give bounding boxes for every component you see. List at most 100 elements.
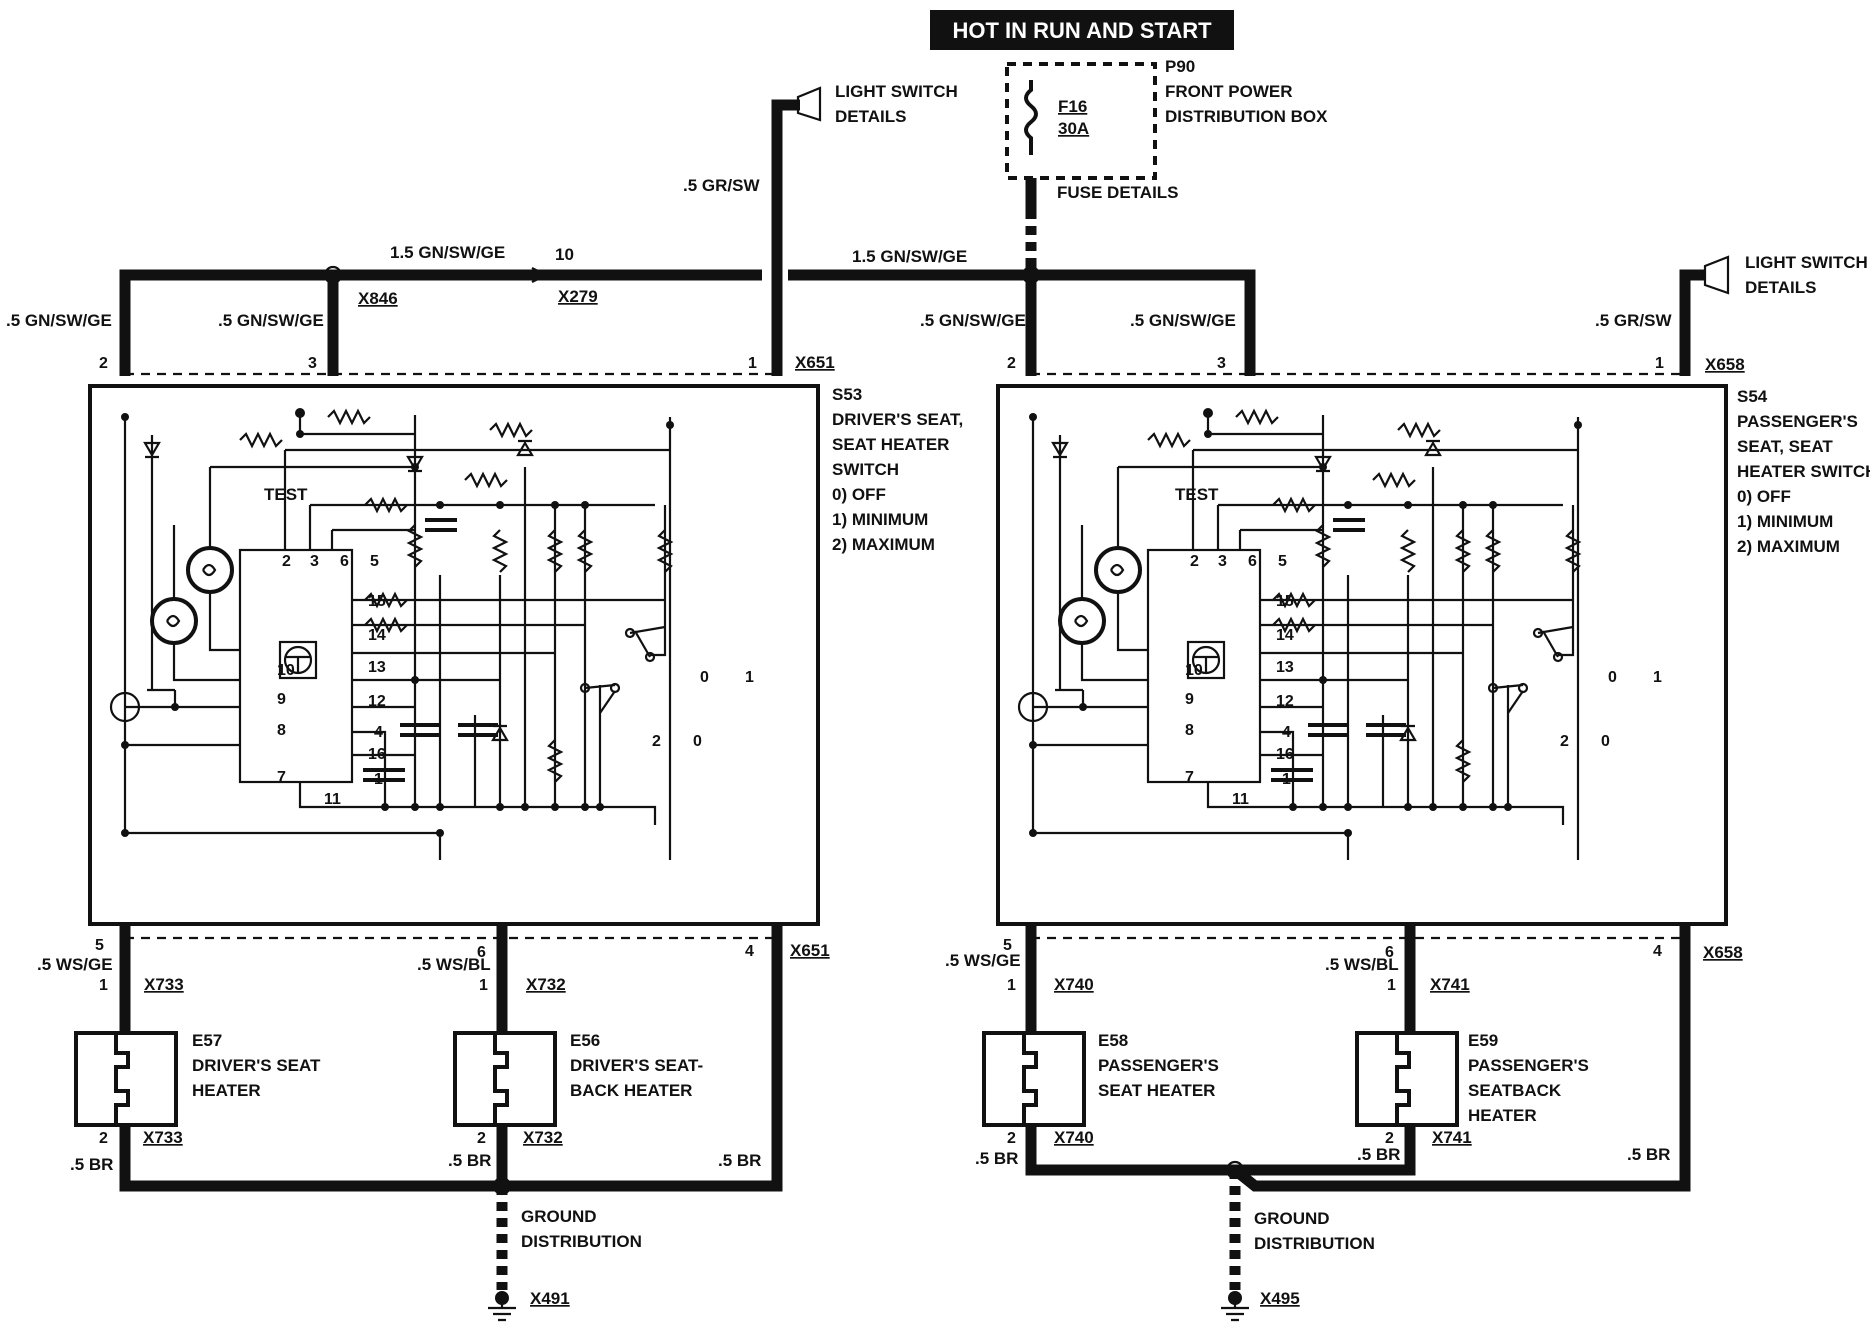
passenger-ic-pin-7: 7 <box>1185 769 1194 786</box>
passenger-switch-name-1: PASSENGER'S <box>1737 412 1858 431</box>
passenger-ground-2: DISTRIBUTION <box>1254 1234 1375 1253</box>
driver-ic-pin-1: 1 <box>374 771 383 788</box>
passenger-pin-4: 4 <box>1653 943 1662 960</box>
passenger-heater2-id: E59 <box>1468 1031 1498 1050</box>
passenger-pin-1b: 1 <box>1387 977 1396 994</box>
driver-ground-2: DISTRIBUTION <box>521 1232 642 1251</box>
driver-conn-x733: X733 <box>144 975 184 994</box>
passenger-switch-internals <box>1017 406 1584 862</box>
passenger-light-switch-1: LIGHT SWITCH <box>1745 253 1868 272</box>
passenger-ic-pin-12: 12 <box>1276 693 1294 710</box>
passenger-ground-1: GROUND <box>1254 1209 1330 1228</box>
driver-switch-box <box>88 384 820 926</box>
driver-ic-pin-3: 3 <box>310 553 319 570</box>
driver-pin-6: 6 <box>477 944 486 961</box>
driver-ic-pin-12: 12 <box>368 693 386 710</box>
passenger-lower-wiring <box>1025 924 1691 1322</box>
driver-pos-max: 2) MAXIMUM <box>832 535 935 554</box>
passenger-heater1-name-2: SEAT HEATER <box>1098 1081 1215 1100</box>
passenger-ic-pin-9: 9 <box>1185 691 1194 708</box>
passenger-wire-br-2: .5 BR <box>1357 1145 1400 1164</box>
passenger-conn-x740b: X740 <box>1054 1128 1094 1147</box>
passenger-ic-pin-3: 3 <box>1218 553 1227 570</box>
passenger-ic-pin-11: 11 <box>1232 791 1249 808</box>
passenger-pin-1: 1 <box>1655 355 1664 372</box>
passenger-wire-ws-ge: .5 WS/GE <box>945 951 1021 970</box>
passenger-ic-pin-13: 13 <box>1276 659 1294 676</box>
passenger-wire-ws-bl: .5 WS/BL <box>1325 955 1399 974</box>
hot-label-bg <box>930 10 1234 50</box>
driver-pin-2: 2 <box>99 355 108 372</box>
driver-conn-x733b: X733 <box>143 1128 183 1147</box>
driver-pin-4: 4 <box>745 943 754 960</box>
passenger-ic-pin-1: 1 <box>1282 771 1291 788</box>
passenger-conn-x741: X741 <box>1430 975 1470 994</box>
passenger-switch-name-3: HEATER SWITCH <box>1737 462 1870 481</box>
driver-light-switch-2: DETAILS <box>835 107 906 126</box>
passenger-heater1-name-1: PASSENGER'S <box>1098 1056 1219 1075</box>
driver-heater1-name-2: HEATER <box>192 1081 261 1100</box>
driver-switch-id: S53 <box>832 385 862 404</box>
fuse-box <box>1005 62 1157 180</box>
passenger-conn-top: X658 <box>1705 355 1745 374</box>
passenger-seatback-heater <box>1355 1031 1459 1127</box>
passenger-conn-x740: X740 <box>1054 975 1094 994</box>
driver-ic-pin-11: 11 <box>324 791 341 808</box>
driver-conn-x846: X846 <box>358 289 398 308</box>
passenger-pos-max: 2) MAXIMUM <box>1737 537 1840 556</box>
driver-pin-10: 10 <box>555 245 574 264</box>
passenger-test-label: TEST <box>1175 485 1219 504</box>
driver-lower-wiring <box>119 924 783 1322</box>
driver-seat-heater <box>74 1031 178 1127</box>
driver-ic-pin-7: 7 <box>277 769 286 786</box>
fuse-box-name-1: FRONT POWER <box>1165 82 1293 101</box>
driver-sw-2: 2 <box>652 733 661 750</box>
passenger-heater2-name-1: PASSENGER'S <box>1468 1056 1589 1075</box>
driver-wire-br-1: .5 BR <box>70 1155 113 1174</box>
driver-ic-pin-4: 4 <box>374 724 383 741</box>
driver-conn-x732: X732 <box>526 975 566 994</box>
driver-heater1-name-1: DRIVER'S SEAT <box>192 1056 321 1075</box>
passenger-pin-5: 5 <box>1003 937 1012 954</box>
passenger-wire-left: .5 GN/SW/GE <box>920 311 1026 330</box>
passenger-light-switch-2: DETAILS <box>1745 278 1816 297</box>
driver-wire-mid: .5 GN/SW/GE <box>218 311 324 330</box>
driver-heater2-name-1: DRIVER'S SEAT- <box>570 1056 703 1075</box>
driver-seatback-heater <box>453 1031 557 1127</box>
passenger-sw-0b: 0 <box>1601 733 1610 750</box>
driver-switch-name-1: DRIVER'S SEAT, <box>832 410 963 429</box>
driver-wire-light: .5 GR/SW <box>683 176 760 195</box>
driver-heater2-name-2: BACK HEATER <box>570 1081 692 1100</box>
passenger-ic-pin-15: 15 <box>1276 593 1294 610</box>
passenger-pin-1a: 1 <box>1007 977 1016 994</box>
passenger-ic-pin-10: 10 <box>1185 662 1203 679</box>
main-bus <box>119 86 1730 940</box>
driver-pin-1: 1 <box>748 355 757 372</box>
passenger-wire-light: .5 GR/SW <box>1595 311 1672 330</box>
driver-heater1-id: E57 <box>192 1031 222 1050</box>
passenger-ic-pin-14: 14 <box>1276 627 1294 644</box>
driver-ic-pin-14: 14 <box>368 627 386 644</box>
driver-ic-pin-6: 6 <box>340 553 349 570</box>
fuse-box-id: P90 <box>1165 57 1195 76</box>
driver-heater2-id: E56 <box>570 1031 600 1050</box>
passenger-ic-pin-8: 8 <box>1185 722 1194 739</box>
passenger-conn-bottom: X658 <box>1703 943 1743 962</box>
driver-conn-bottom: X651 <box>790 941 830 960</box>
driver-sw-0a: 0 <box>700 669 709 686</box>
passenger-switch-name-2: SEAT, SEAT <box>1737 437 1833 456</box>
passenger-pin-6: 6 <box>1385 944 1394 961</box>
passenger-heater2-name-3: HEATER <box>1468 1106 1537 1125</box>
driver-pin-2b: 2 <box>477 1130 486 1147</box>
fuse-details: FUSE DETAILS <box>1057 183 1179 202</box>
driver-pin-1a: 1 <box>99 977 108 994</box>
passenger-conn-x741b: X741 <box>1432 1128 1472 1147</box>
passenger-ic-pin-2: 2 <box>1190 553 1199 570</box>
passenger-pin-3: 3 <box>1217 355 1226 372</box>
passenger-seat-heater <box>982 1031 1086 1127</box>
driver-pin-2a: 2 <box>99 1130 108 1147</box>
driver-switch-name-2: SEAT HEATER <box>832 435 949 454</box>
driver-ic-pin-15: 15 <box>368 593 386 610</box>
driver-ic-pin-5: 5 <box>370 553 379 570</box>
driver-wire-left: .5 GN/SW/GE <box>6 311 112 330</box>
